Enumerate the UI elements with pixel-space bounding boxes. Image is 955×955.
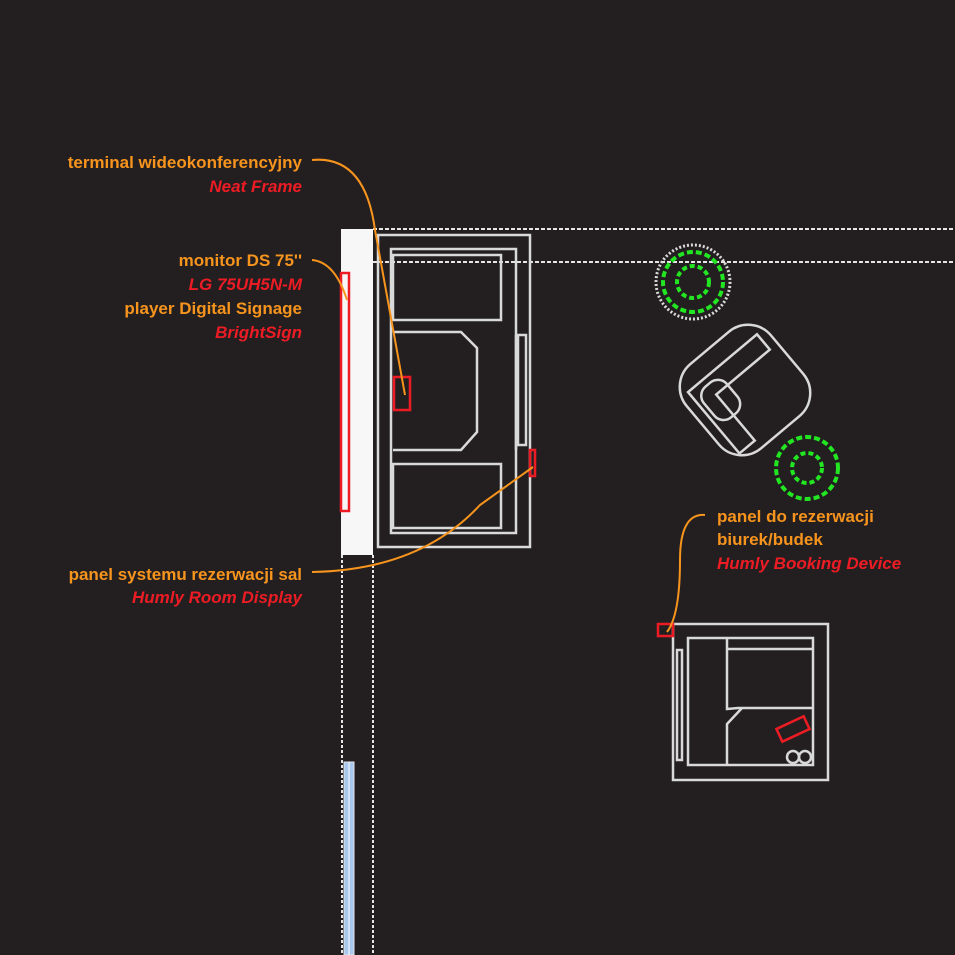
plants (654, 243, 840, 501)
terminal-model: Neat Frame (209, 177, 302, 196)
player-label: player Digital Signage (124, 299, 302, 318)
booth-room (376, 233, 532, 549)
booking-device (656, 622, 675, 638)
room-panel-model: Humly Room Display (131, 588, 302, 607)
walls (341, 228, 955, 955)
terminal-label: terminal wideokonferencyjny (67, 153, 302, 172)
room-display-device (528, 448, 537, 478)
monitor-device (339, 271, 351, 513)
monitor-model: LG 75UH5N-M (188, 275, 302, 294)
room-panel-label: panel systemu rezerwacji sal (68, 565, 302, 584)
desk-panel-model: Humly Booking Device (717, 554, 902, 573)
desk-device (774, 714, 812, 744)
lounge-chair (678, 323, 812, 457)
player-model: BrightSign (215, 323, 302, 342)
desk-panel-label-2: biurek/budek (717, 530, 823, 549)
desk-panel-label-1: panel do rezerwacji (717, 507, 874, 526)
leader-lines (311, 158, 706, 633)
booth-desk (671, 622, 830, 782)
monitor-label: monitor DS 75'' (178, 251, 302, 270)
